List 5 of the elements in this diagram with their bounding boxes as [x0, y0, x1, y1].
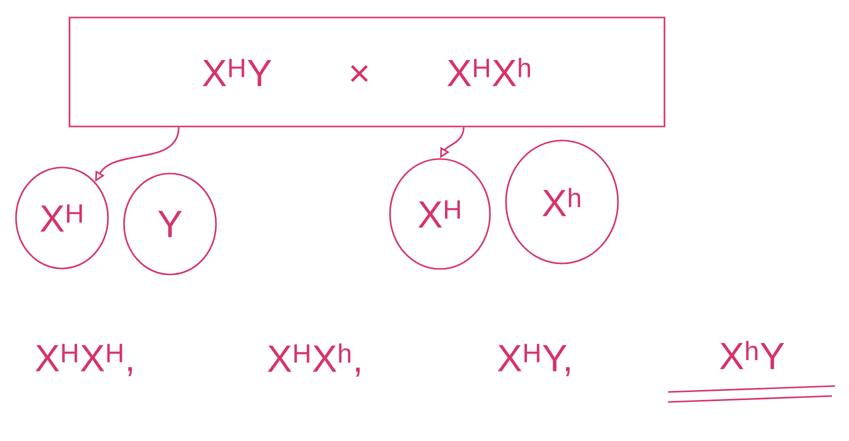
genotype-box: X$^{H}$Y × X$^{H}$X$^{h}$ [68, 16, 666, 128]
genotype-label: X$^{h}$Y [720, 340, 784, 370]
genotype-label: X$^{H}$Y, [498, 344, 570, 376]
genotype-label: X$^{H}$X$^{H}$, [36, 344, 132, 376]
genotype-label: X$^{H}$X$^{h}$, [268, 343, 360, 377]
